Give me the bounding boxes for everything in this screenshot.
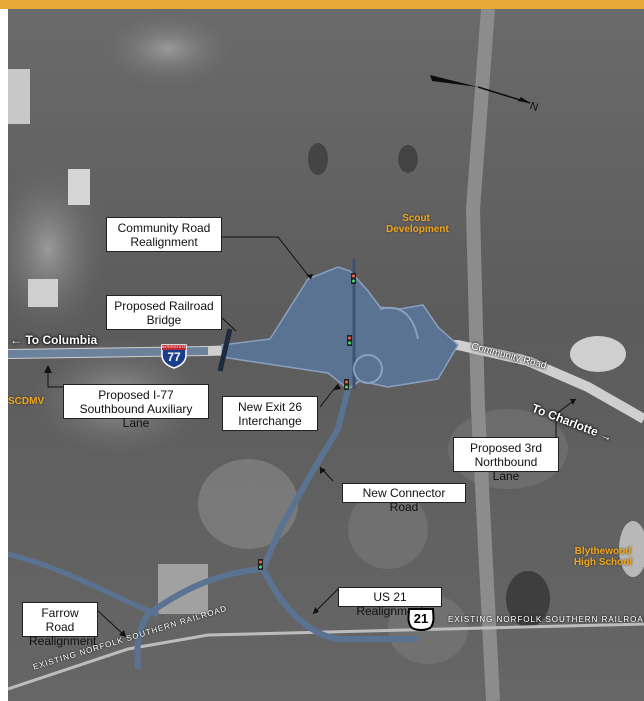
farrow-realignment [134, 566, 264, 670]
aerial-map: Community Road Realignment Proposed Rail… [8, 9, 644, 701]
terrain-texture [8, 9, 644, 664]
leader-arrowheads [44, 274, 576, 637]
farrow-road [8, 551, 159, 618]
railroad-label-right: EXISTING NORFOLK SOUTHERN RAILROAD [448, 615, 644, 624]
interstate-77-shield-icon: INTERSTATE 77 [160, 341, 188, 369]
callout-connector-road: New Connector Road [342, 483, 466, 514]
railroad-bridge [217, 328, 233, 372]
map-graphics [8, 9, 644, 701]
utility-corridor [465, 9, 500, 701]
north-arrow-icon [430, 75, 531, 104]
callout-farrow-road: Farrow Road Realignment [22, 602, 98, 648]
callout-community-road-realignment: Community Road Realignment [106, 217, 222, 252]
connector-road [260, 388, 351, 571]
callout-exit-26: New Exit 26 Interchange [222, 396, 318, 431]
us21-realignment [260, 567, 418, 642]
us-21-shield-icon: 21 [406, 607, 436, 633]
to-columbia-label: ← To Columbia [10, 333, 98, 347]
traffic-signal-icons [258, 273, 356, 570]
callout-proposed-railroad-bridge: Proposed Railroad Bridge [106, 295, 222, 330]
interchange-footprint [221, 266, 459, 390]
place-blythewood-high-school: Blythewood High School [573, 546, 633, 568]
place-scdmv: SCDMV [8, 396, 45, 407]
interchange-ramp [379, 306, 419, 340]
arrow-left-icon: ← [10, 333, 22, 347]
callout-aux-lane: Proposed I-77 Southbound Auxiliary Lane [63, 384, 209, 430]
callout-us21-realignment: US 21 Realignment [338, 587, 442, 618]
accent-bar [0, 0, 644, 9]
place-scout-development: Scout Development [386, 213, 449, 235]
callout-third-lane: Proposed 3rd Northbound Lane [453, 437, 559, 483]
interchange-loop [353, 354, 383, 384]
